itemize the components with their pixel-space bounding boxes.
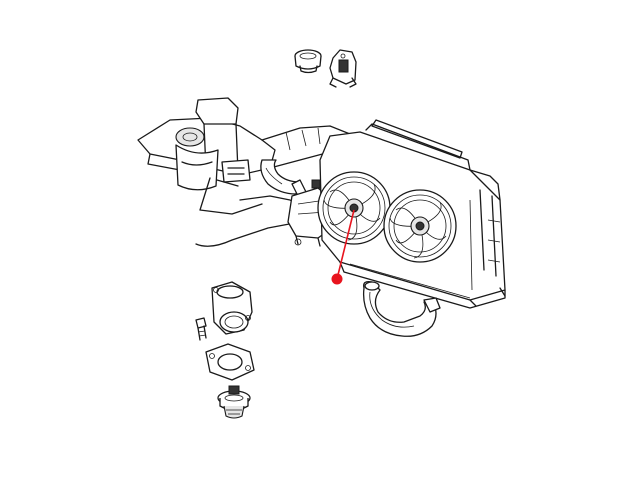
cooling-fan-right bbox=[383, 189, 457, 263]
lower-radiator-hose bbox=[362, 280, 441, 337]
bolt-part bbox=[195, 317, 207, 341]
callout-leader bbox=[331, 209, 355, 285]
cooling-fan-left bbox=[317, 171, 391, 245]
thermostat-housing bbox=[211, 281, 253, 335]
thermostat-part bbox=[217, 385, 251, 419]
thermostat-gasket bbox=[205, 343, 255, 381]
chassis-frame bbox=[137, 97, 351, 247]
radiator-cap-part bbox=[294, 49, 322, 74]
mount-bracket-part bbox=[329, 49, 357, 88]
upper-radiator-hose bbox=[260, 159, 307, 197]
